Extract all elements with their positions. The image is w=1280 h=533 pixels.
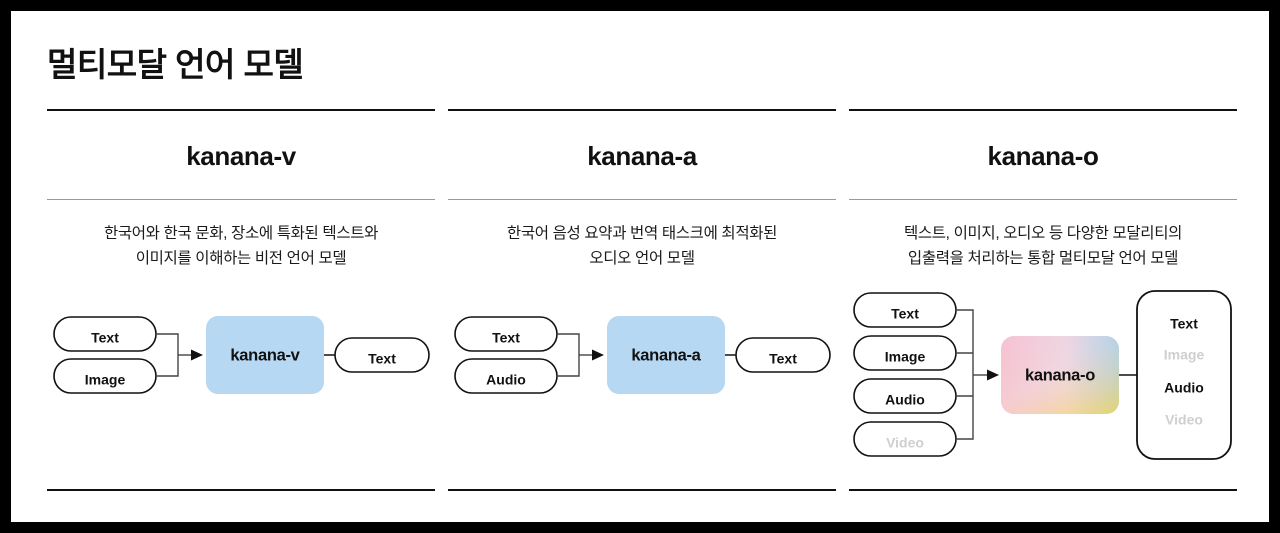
input-pill-image: Image (853, 335, 957, 371)
output-pill-label: Text (769, 351, 797, 367)
description-line: 입출력을 처리하는 통합 멀티모달 언어 모델 (907, 250, 1179, 268)
output-pill-text: Text (334, 337, 430, 373)
description-line: 한국어 음성 요약과 번역 태스크에 최적화된 (506, 225, 778, 242)
column-mid-rule (849, 199, 1237, 200)
column-top-rule (47, 109, 435, 111)
input-pill-text: Text (853, 292, 957, 328)
model-name-kanana-v: kanana-v (186, 141, 296, 171)
description-line: 텍스트, 이미지, 오디오 등 다양한 모달리티의 (903, 225, 1183, 242)
core-model-label: kanana-a (631, 346, 701, 364)
input-bracket-connector (557, 333, 594, 377)
core-model-label: kanana-v (230, 346, 300, 364)
flow-diagram-kanana-a: Text Audio (448, 289, 836, 479)
core-model-box-kanana-v: kanana-v (206, 316, 324, 394)
input-pill-text: Text (454, 316, 558, 352)
core-model-box-kanana-o: kanana-o (1001, 336, 1119, 414)
description-line: 이미지를 이해하는 비전 언어 모델 (135, 250, 347, 268)
core-model-box-kanana-a: kanana-a (607, 316, 725, 394)
flow-diagram-kanana-o: Text Image Audio Video (849, 285, 1237, 475)
input-bracket-connector (956, 309, 989, 440)
input-pill-label: Video (886, 435, 924, 451)
output-label-text: Text (1170, 316, 1198, 332)
input-pill-label: Text (492, 330, 520, 346)
description-line: 오디오 언어 모델 (589, 250, 695, 268)
model-description-kanana-o: 텍스트, 이미지, 오디오 등 다양한 모달리티의 입출력을 처리하는 통합 멀… (849, 221, 1237, 271)
column-mid-rule (47, 199, 435, 200)
input-pill-label: Audio (885, 392, 925, 408)
column-top-rule (849, 109, 1237, 111)
input-arrow-icon (592, 349, 604, 361)
column-bottom-rule (47, 489, 435, 491)
input-pill-audio: Audio (454, 358, 558, 394)
input-pill-label: Image (85, 372, 126, 388)
page-title: 멀티모달 언어 모델 (47, 46, 304, 83)
output-box: Text Image Audio Video (1136, 290, 1232, 460)
model-description-kanana-v: 한국어와 한국 문화, 장소에 특화된 텍스트와 이미지를 이해하는 비전 언어… (47, 221, 435, 271)
output-label-audio: Audio (1164, 380, 1204, 396)
output-pill-text: Text (735, 337, 831, 373)
output-pill-label: Text (368, 351, 396, 367)
description-line: 한국어와 한국 문화, 장소에 특화된 텍스트와 (103, 225, 379, 242)
slide-canvas: 멀티모달 언어 모델 kanana-v 한국어와 한국 문화, 장소에 특화된 … (11, 11, 1269, 522)
input-pill-image: Image (53, 358, 157, 394)
model-column-kanana-v: kanana-v 한국어와 한국 문화, 장소에 특화된 텍스트와 이미지를 이… (47, 109, 435, 491)
input-pill-label: Text (891, 306, 919, 322)
model-column-kanana-o: kanana-o 텍스트, 이미지, 오디오 등 다양한 모달리티의 입출력을 … (849, 109, 1237, 491)
output-label-video: Video (1165, 412, 1203, 428)
column-bottom-rule (849, 489, 1237, 491)
model-columns: kanana-v 한국어와 한국 문화, 장소에 특화된 텍스트와 이미지를 이… (47, 109, 1237, 491)
input-bracket-connector (156, 333, 193, 377)
input-arrow-icon (191, 349, 203, 361)
input-pill-label: Image (885, 349, 926, 365)
input-arrow-icon (987, 369, 999, 381)
model-name-kanana-a: kanana-a (587, 141, 697, 171)
flow-diagram-kanana-v: Text Image (47, 289, 435, 479)
model-description-kanana-a: 한국어 음성 요약과 번역 태스크에 최적화된 오디오 언어 모델 (448, 221, 836, 271)
column-mid-rule (448, 199, 836, 200)
model-name-kanana-o: kanana-o (987, 141, 1099, 171)
core-model-label: kanana-o (1025, 366, 1095, 384)
column-bottom-rule (448, 489, 836, 491)
input-pill-video: Video (853, 421, 957, 457)
input-pill-label: Audio (486, 372, 526, 388)
model-column-kanana-a: kanana-a 한국어 음성 요약과 번역 태스크에 최적화된 오디오 언어 … (448, 109, 836, 491)
column-top-rule (448, 109, 836, 111)
input-pill-text: Text (53, 316, 157, 352)
input-pill-audio: Audio (853, 378, 957, 414)
output-label-image: Image (1164, 347, 1205, 363)
input-pill-label: Text (91, 330, 119, 346)
